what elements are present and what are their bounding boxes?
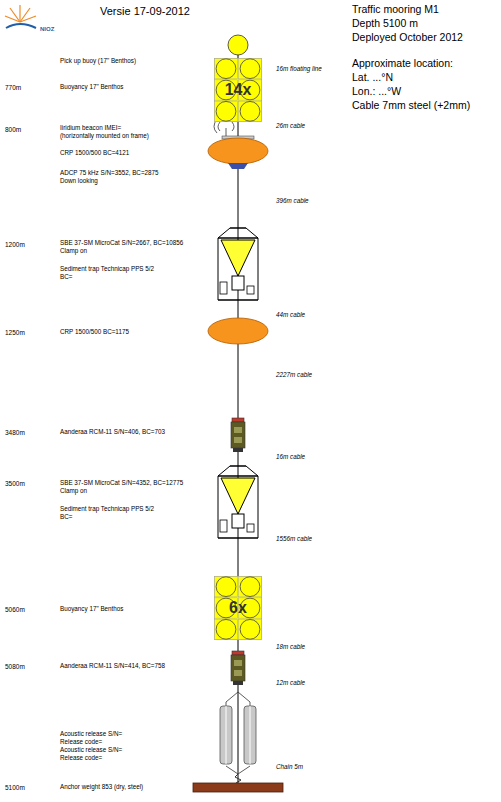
cable-label: 12m cable (276, 680, 305, 687)
depth-label: 1250m (5, 329, 25, 336)
depth-label: 3500m (5, 480, 25, 487)
info-text: Deployed October 2012 (352, 32, 463, 44)
buoy-cluster: 6x (214, 576, 262, 640)
component-label: ADCP 75 kHz S/N=3552, BC=2875 (60, 170, 159, 177)
info-text: Lat. ...°N (352, 72, 393, 84)
component-label: Acoustic release S/N= (60, 747, 122, 754)
depth-label: 3480m (5, 429, 25, 436)
component-label: Pick up buoy (17" Benthos) (60, 58, 136, 65)
depth-label: 5060m (5, 606, 25, 613)
cable-label: 16m floating line (276, 66, 322, 73)
component-label: BC= (60, 514, 72, 521)
diagram-title: Versie 17-09-2012 (100, 5, 190, 17)
component-label: CRP 1500/500 BC=4121 (60, 150, 129, 157)
component-label: CRP 1500/500 BC=1175 (60, 329, 129, 336)
cable-label: 396m cable (276, 198, 309, 205)
component-label: Sediment trap Technicap PPS 5/2 (60, 506, 154, 513)
info-text: Cable 7mm steel (+2mm) (352, 100, 470, 112)
buoy-cluster: 14x (214, 58, 262, 122)
info-text: Lon.: ...°W (352, 86, 401, 98)
component-label: Buoyancy 17" Benthos (60, 84, 124, 91)
info-text: Depth 5100 m (352, 18, 418, 30)
info-text: Traffic mooring M1 (352, 4, 439, 16)
component-label: SBE 37-SM MicroCat S/N=2667, BC=10856 (60, 240, 183, 247)
buoy-count: 6x (214, 576, 262, 617)
cable-label: 26m cable (276, 123, 305, 130)
cable-label: 44m cable (276, 312, 305, 319)
component-label: Anchor weight 853 (dry, steel) (60, 784, 143, 791)
component-label: BC= (60, 274, 72, 281)
component-label: (horizontally mounted on frame) (60, 133, 149, 140)
logo-text: NIOZ (40, 26, 54, 33)
cable-label: 16m cable (276, 454, 305, 461)
component-label: Iiridium beacon IMEI= (60, 125, 121, 132)
cable-label: 2227m cable (276, 372, 312, 379)
component-label: Buoyancy 17" Benthos (60, 606, 124, 613)
depth-label: 5080m (5, 663, 25, 670)
component-label: Sediment trap Technicap PPS 5/2 (60, 266, 154, 273)
component-label: Aanderaa RCM-11 S/N=406, BC=703 (60, 429, 165, 436)
component-label: Release code= (60, 739, 102, 746)
cable-label: Chain 5m (276, 764, 303, 771)
component-label: Release code= (60, 755, 102, 762)
component-label: Down looking (60, 178, 98, 185)
info-text: Approximate location: (352, 58, 453, 70)
component-label: Aanderaa RCM-11 S/N=414, BC=758 (60, 663, 165, 670)
buoy-count: 14x (214, 58, 262, 99)
cable-label: 18m cable (276, 644, 305, 651)
depth-label: 770m (5, 84, 21, 91)
component-label: Clamp on (60, 488, 87, 495)
component-label: Clamp on (60, 248, 87, 255)
depth-label: 800m (5, 126, 21, 133)
cable-label: 1556m cable (276, 536, 312, 543)
depth-label: 1200m (5, 241, 25, 248)
depth-label: 5100m (5, 784, 25, 791)
component-label: SBE 37-SM MicroCat S/N=4352, BC=12775 (60, 480, 183, 487)
component-label: Acoustic release S/N= (60, 731, 122, 738)
